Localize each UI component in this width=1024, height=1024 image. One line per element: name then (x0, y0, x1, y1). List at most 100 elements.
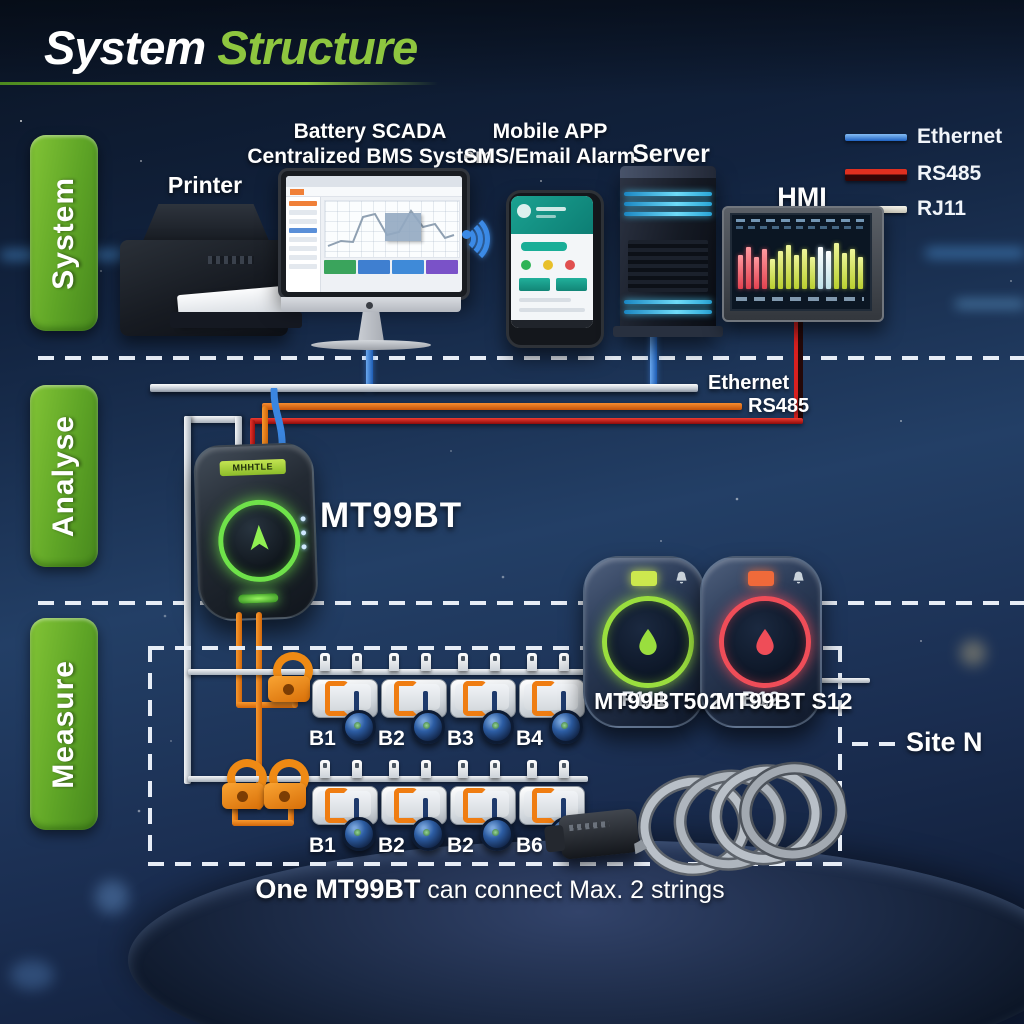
battery-clip (394, 681, 418, 716)
scada-chart-overlay (385, 213, 421, 241)
mt99bt-gateway: MHHTLE (192, 441, 320, 623)
unit-id: F111 (621, 688, 667, 711)
section-label-analyse: Analyse (47, 414, 80, 538)
rj11-conduit-top (184, 416, 242, 423)
app-avatar (517, 204, 531, 218)
battery-unit: B1 (309, 653, 382, 753)
battery-sensor (342, 710, 376, 744)
battery-label: B1 (309, 834, 336, 857)
ct-wire-2-u-bottom (232, 820, 294, 826)
server-tower (613, 166, 723, 338)
ct-clamp (268, 652, 313, 704)
rj11-conduit-vertical (184, 416, 191, 784)
platform-disc (128, 840, 1024, 1024)
battery-clip (394, 788, 418, 823)
rs485-drop-orange (262, 406, 268, 450)
page-title: System Structure (44, 20, 418, 75)
legend-ethernet-label: Ethernet (917, 125, 1003, 148)
hmi-bar-chart (738, 239, 864, 289)
monitor-logo (366, 302, 373, 309)
string1-bus (188, 669, 588, 675)
scada-menubar (286, 187, 462, 197)
ct-wire-1-elbow (236, 702, 298, 708)
cable-coil (625, 761, 848, 877)
legend-rs485-line (845, 169, 907, 181)
hmi-rs485-cable (794, 318, 803, 420)
battery-clip (325, 681, 349, 716)
rj11-connector (543, 808, 641, 862)
rs485-bus-orange (262, 403, 742, 410)
status-led-red (748, 571, 774, 586)
rj11-conduit-drop (235, 416, 242, 456)
gateway-body: MHHTLE (192, 441, 320, 623)
rs485-bus-red (250, 418, 803, 424)
section-pill-analyse: Analyse (30, 385, 98, 567)
battery-clip (463, 681, 487, 716)
app-status-dots (521, 260, 585, 270)
mobile-label-line2: SMS/Email Alarm (463, 145, 636, 168)
droplet-icon (639, 629, 657, 655)
title-underline (0, 82, 438, 85)
battery-unit: B1 (309, 760, 382, 860)
battery-unit: B2 (378, 653, 451, 753)
hmi-screen (730, 213, 872, 311)
server-label: Server (632, 140, 710, 168)
wifi-icon (436, 208, 504, 266)
header-shade (0, 0, 1024, 96)
battery-clip (463, 788, 487, 823)
battery-sensor (480, 710, 514, 744)
printer-tray (170, 312, 302, 328)
battery-label: B2 (378, 727, 405, 750)
server-body (613, 166, 723, 337)
scada-label-line2: Centralized BMS System (247, 145, 494, 168)
section-label-system: System (47, 176, 80, 290)
battery-clip (532, 788, 556, 823)
bell-icon (676, 571, 687, 584)
scada-sidebar (286, 197, 321, 292)
battery-label: B1 (309, 727, 336, 750)
gateway-name-label: MT99BT (320, 496, 463, 535)
server-ethernet-cable (650, 330, 657, 390)
battery-sensor (342, 817, 376, 851)
monitor-stand (358, 312, 384, 342)
battery-sensor (411, 710, 445, 744)
title-word-system: System (44, 21, 206, 74)
ct-wire-2-u-right (288, 804, 294, 826)
ct-wire-2-u-left (232, 804, 238, 826)
section-label-measure: Measure (47, 659, 80, 789)
unit-model-label: MT99BT S12 (715, 688, 853, 714)
section-pill-system: System (30, 135, 98, 331)
battery-label: B2 (378, 834, 405, 857)
droplet-icon (756, 629, 774, 655)
printer-device (112, 196, 308, 348)
bokeh-light (95, 880, 129, 914)
unit-ring-red (719, 596, 811, 688)
unit-id: B12 (741, 688, 781, 711)
battery-label: B2 (447, 834, 474, 857)
light-streak (925, 248, 1024, 258)
footnote-bold: One MT99BT (255, 874, 421, 904)
mobile-phone (506, 190, 604, 348)
gateway-arrow-icon (250, 524, 269, 551)
battery-clip (532, 681, 556, 716)
separator-system-analyse (38, 356, 1024, 360)
printer-label: Printer (167, 172, 243, 198)
ct-clamp (264, 759, 309, 811)
scada-label-line1: Battery SCADA (293, 120, 447, 143)
battery-unit: B2 (447, 760, 520, 860)
site-label-connector (852, 742, 902, 746)
app-banner (521, 242, 567, 251)
string2-bus (188, 776, 588, 782)
gateway-brand-badge: MHHTLE (219, 458, 286, 477)
site-box-left (148, 646, 152, 866)
app-header (511, 196, 593, 234)
site-label: Site N (906, 727, 983, 757)
legend-rs485-label: RS485 (917, 162, 982, 185)
bokeh-light (960, 640, 986, 666)
separator-analyse-measure (38, 601, 1024, 605)
hmi-panel (722, 206, 884, 322)
battery-unit: B4 (516, 653, 589, 753)
gateway-status-leds (300, 516, 307, 550)
battery-unit: B3 (447, 653, 520, 753)
